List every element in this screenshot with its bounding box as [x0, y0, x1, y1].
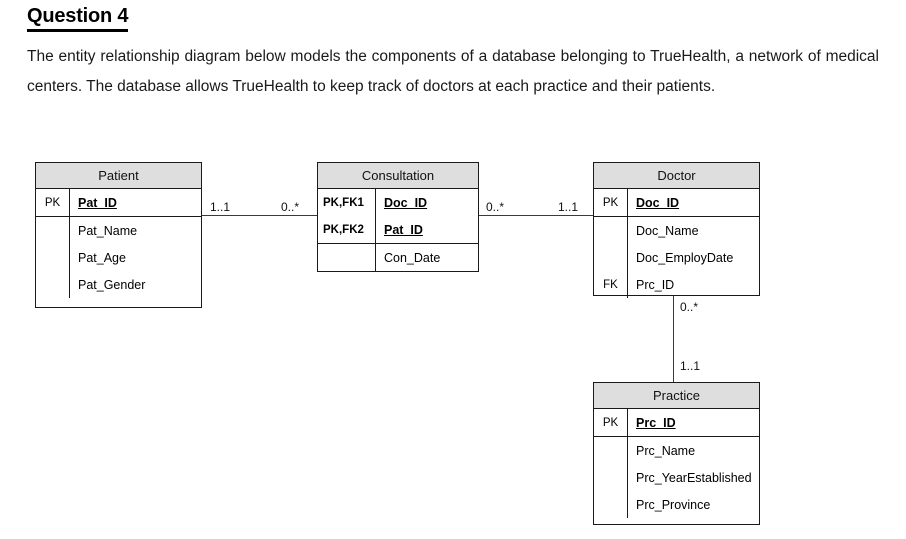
entity-consultation[interactable]: Consultation PK,FK1 Doc_ID PK,FK2 Pat_ID…: [317, 162, 479, 272]
attribute-key: [594, 491, 628, 518]
attribute-name: Con_Date: [384, 250, 441, 265]
entity-patient[interactable]: Patient PK Pat_ID Pat_Name Pat_Age Pat_G…: [35, 162, 202, 308]
connector-patient-consultation: [202, 215, 317, 216]
cardinality-consultation-right-side: 0..*: [486, 200, 505, 214]
question-description: The entity relationship diagram below mo…: [27, 48, 879, 95]
attribute-name: Prc_Province: [636, 497, 711, 512]
attribute-row: PK Prc_ID: [594, 409, 759, 436]
attribute-key: PK,FK1: [318, 189, 376, 216]
attribute-name: Doc_Name: [636, 223, 699, 238]
attribute-row: Doc_Name: [594, 217, 759, 244]
attribute-name: Prc_Name: [636, 443, 696, 458]
attribute-name: Prc_YearEstablished: [636, 470, 752, 485]
attribute-name: Pat_ID: [78, 195, 117, 210]
entity-doctor-attributes: Doc_Name Doc_EmployDate FK Prc_ID: [594, 217, 759, 298]
entity-practice-attributes: Prc_Name Prc_YearEstablished Prc_Provinc…: [594, 437, 759, 518]
attribute-key: PK: [36, 189, 70, 216]
attribute-name: Doc_ID: [636, 195, 680, 210]
attribute-name: Pat_Age: [78, 250, 126, 265]
attribute-row: FK Prc_ID: [594, 271, 759, 298]
cardinality-doctor-bottom-side: 0..*: [680, 300, 699, 314]
attribute-key: [594, 464, 628, 491]
attribute-name: Prc_ID: [636, 277, 675, 292]
entity-consultation-keys: PK,FK1 Doc_ID PK,FK2 Pat_ID: [318, 189, 478, 244]
attribute-row: Doc_EmployDate: [594, 244, 759, 271]
attribute-row: Prc_Province: [594, 491, 759, 518]
attribute-row: Prc_Name: [594, 437, 759, 464]
attribute-key: PK: [594, 189, 628, 216]
entity-patient-attributes: Pat_Name Pat_Age Pat_Gender: [36, 217, 201, 298]
attribute-row: PK,FK1 Doc_ID: [318, 189, 478, 216]
attribute-key: [594, 244, 628, 271]
entity-practice[interactable]: Practice PK Prc_ID Prc_Name Prc_YearEsta…: [593, 382, 760, 525]
attribute-key: [36, 271, 70, 298]
attribute-row: Pat_Gender: [36, 271, 201, 298]
entity-doctor-keys: PK Doc_ID: [594, 189, 759, 217]
attribute-row: Prc_YearEstablished: [594, 464, 759, 491]
attribute-key: FK: [594, 271, 628, 298]
entity-consultation-attributes: Con_Date: [318, 244, 478, 271]
entity-practice-keys: PK Prc_ID: [594, 409, 759, 437]
connector-doctor-practice: [673, 296, 674, 383]
entity-practice-title: Practice: [594, 383, 759, 409]
attribute-row: PK Doc_ID: [594, 189, 759, 216]
cardinality-doctor-left-side: 1..1: [558, 200, 579, 214]
attribute-row: PK,FK2 Pat_ID: [318, 216, 478, 243]
attribute-name: Pat_Name: [78, 223, 138, 238]
entity-doctor-title: Doctor: [594, 163, 759, 189]
attribute-name: Pat_Gender: [78, 277, 146, 292]
cardinality-patient-side: 1..1: [210, 200, 231, 214]
attribute-key: PK,FK2: [318, 216, 376, 243]
attribute-key: [36, 244, 70, 271]
cardinality-practice-top-side: 1..1: [680, 359, 701, 373]
entity-doctor[interactable]: Doctor PK Doc_ID Doc_Name Doc_EmployDate…: [593, 162, 760, 298]
attribute-name: Doc_ID: [384, 195, 428, 210]
attribute-key: [318, 244, 376, 271]
attribute-row: Pat_Age: [36, 244, 201, 271]
attribute-row: PK Pat_ID: [36, 189, 201, 216]
attribute-key: [36, 217, 70, 244]
attribute-key: [594, 437, 628, 464]
page-title: Question 4: [27, 4, 129, 32]
attribute-key: PK: [594, 409, 628, 436]
attribute-key: [594, 217, 628, 244]
cardinality-consultation-left-side: 0..*: [281, 200, 300, 214]
entity-patient-title: Patient: [36, 163, 201, 189]
attribute-name: Doc_EmployDate: [636, 250, 734, 265]
connector-consultation-doctor: [479, 215, 593, 216]
attribute-row: Con_Date: [318, 244, 478, 271]
attribute-name: Prc_ID: [636, 415, 676, 430]
entity-consultation-title: Consultation: [318, 163, 478, 189]
attribute-row: Pat_Name: [36, 217, 201, 244]
entity-patient-keys: PK Pat_ID: [36, 189, 201, 217]
attribute-name: Pat_ID: [384, 222, 423, 237]
